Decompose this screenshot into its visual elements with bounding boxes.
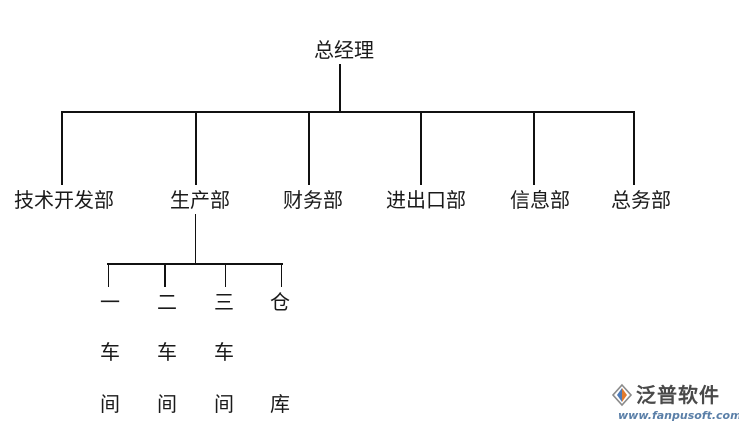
unit-3-char-1: 三 bbox=[214, 290, 234, 314]
connector-unit-3 bbox=[225, 263, 226, 287]
unit-4-char-2: 库 bbox=[270, 392, 290, 416]
connector-dept-6 bbox=[633, 111, 635, 185]
connector-dept-2 bbox=[195, 111, 197, 185]
connector-unit-4 bbox=[281, 263, 282, 287]
unit-1-char-1: 一 bbox=[100, 290, 120, 314]
logo-url: www.fanpusoft.com bbox=[618, 409, 739, 422]
dept-production: 生产部 bbox=[170, 188, 230, 212]
connector-dept-5 bbox=[533, 111, 535, 185]
unit-2-char-3: 间 bbox=[157, 392, 177, 416]
fanpu-logo: 泛普软件 www.fanpusoft.com bbox=[608, 383, 739, 427]
unit-2-char-1: 二 bbox=[157, 290, 177, 314]
dept-tech-development: 技术开发部 bbox=[14, 188, 114, 212]
connector-dept-4 bbox=[420, 111, 422, 185]
unit-4-char-1: 仓 bbox=[270, 290, 290, 314]
root-node: 总经理 bbox=[314, 38, 374, 62]
connector-dept-3 bbox=[308, 111, 310, 185]
dept-finance: 财务部 bbox=[283, 188, 343, 212]
dept-general-affairs: 总务部 bbox=[611, 188, 671, 212]
unit-3-char-2: 车 bbox=[214, 340, 234, 364]
logo-brand: 泛普软件 bbox=[636, 383, 720, 407]
connector-production-trunk bbox=[195, 214, 196, 264]
unit-1-char-2: 车 bbox=[100, 340, 120, 364]
dept-information: 信息部 bbox=[510, 188, 570, 212]
fanpu-logo-icon bbox=[611, 383, 633, 407]
unit-2-char-2: 车 bbox=[157, 340, 177, 364]
dept-import-export: 进出口部 bbox=[386, 188, 466, 212]
connector-dept-1 bbox=[61, 111, 63, 185]
connector-unit-bar bbox=[107, 263, 283, 265]
connector-unit-2 bbox=[164, 263, 166, 287]
connector-dept-bar bbox=[61, 111, 635, 113]
connector-root-trunk bbox=[339, 64, 341, 112]
connector-unit-1 bbox=[108, 263, 109, 287]
unit-3-char-3: 间 bbox=[214, 392, 234, 416]
unit-1-char-3: 间 bbox=[100, 392, 120, 416]
